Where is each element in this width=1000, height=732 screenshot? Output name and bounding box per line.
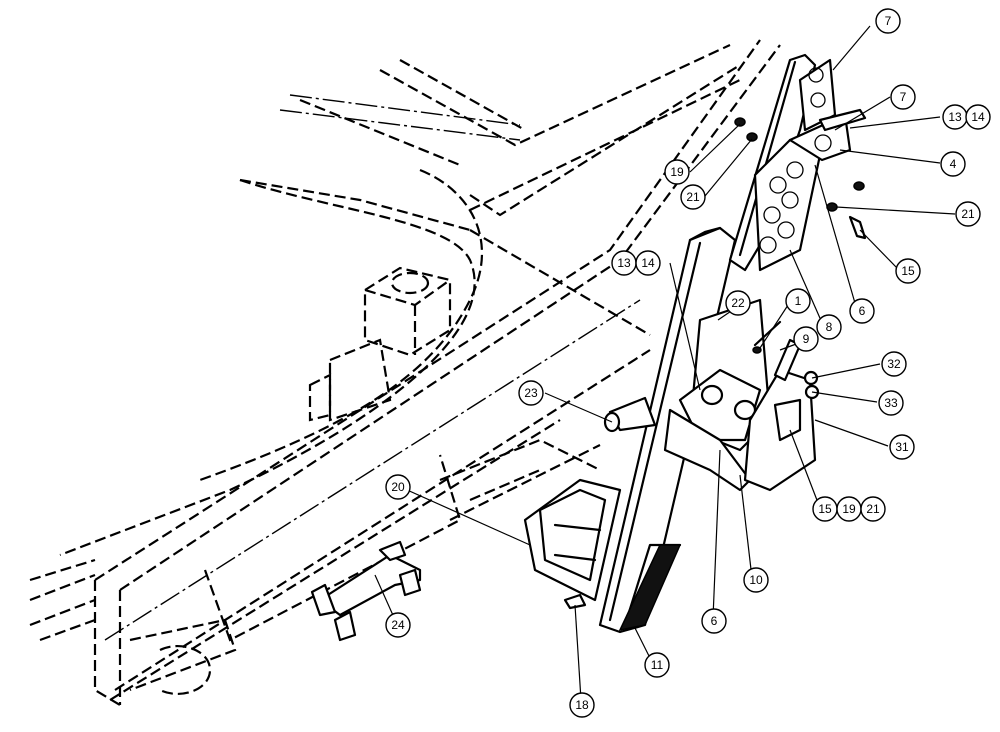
svg-text:4: 4 xyxy=(950,157,957,171)
svg-text:19: 19 xyxy=(670,165,684,179)
callout-11: 11 xyxy=(644,652,670,678)
lamp xyxy=(603,396,657,433)
svg-text:15: 15 xyxy=(901,264,915,278)
svg-text:1: 1 xyxy=(795,294,802,308)
svg-text:14: 14 xyxy=(641,256,655,270)
svg-text:11: 11 xyxy=(651,658,664,672)
callout-14-mid: 14 xyxy=(635,250,661,276)
callout-10: 10 xyxy=(743,567,769,593)
svg-text:32: 32 xyxy=(887,357,901,371)
mounting-plate xyxy=(523,478,622,610)
callout-14-top: 14 xyxy=(965,104,991,130)
svg-text:31: 31 xyxy=(895,440,909,454)
callout-9: 9 xyxy=(793,326,819,352)
callout-15-bottom: 15 xyxy=(812,496,838,522)
callout-21-right: 21 xyxy=(955,201,981,227)
step-bracket xyxy=(310,540,422,642)
callout-13-mid: 13 xyxy=(611,250,637,276)
callout-20: 20 xyxy=(385,474,411,500)
svg-text:20: 20 xyxy=(391,480,405,494)
svg-text:10: 10 xyxy=(749,573,763,587)
callout-15-top: 15 xyxy=(895,258,921,284)
svg-text:8: 8 xyxy=(826,320,833,334)
callout-6-top: 6 xyxy=(849,298,875,324)
callout-4: 4 xyxy=(940,151,966,177)
callout-21-left: 21 xyxy=(680,184,706,210)
svg-text:7: 7 xyxy=(885,14,892,28)
svg-text:6: 6 xyxy=(859,304,866,318)
callout-13-top: 13 xyxy=(942,104,968,130)
callout-18: 18 xyxy=(569,692,595,718)
callout-21-bottom: 21 xyxy=(860,496,886,522)
callout-7-second: 7 xyxy=(890,84,916,110)
callouts: 7 7 13 14 4 19 21 21 15 6 8 13 14 22 1 9… xyxy=(385,8,991,718)
svg-text:9: 9 xyxy=(803,332,810,346)
svg-text:15: 15 xyxy=(818,502,832,516)
svg-text:6: 6 xyxy=(711,614,718,628)
chassis-frame xyxy=(29,39,781,706)
svg-text:21: 21 xyxy=(961,207,975,221)
upper-hardware xyxy=(734,108,867,240)
callout-22: 22 xyxy=(725,290,751,316)
lower-bracket xyxy=(663,298,820,492)
callout-8: 8 xyxy=(816,314,842,340)
callout-1: 1 xyxy=(785,288,811,314)
svg-text:24: 24 xyxy=(391,618,405,632)
svg-text:19: 19 xyxy=(842,502,856,516)
svg-text:18: 18 xyxy=(575,698,589,712)
svg-text:14: 14 xyxy=(971,110,985,124)
callout-24: 24 xyxy=(385,612,411,638)
svg-text:33: 33 xyxy=(884,396,898,410)
callout-19: 19 xyxy=(664,159,690,185)
leader-lines xyxy=(374,25,956,701)
svg-text:7: 7 xyxy=(900,90,907,104)
callout-31: 31 xyxy=(889,434,915,460)
svg-text:13: 13 xyxy=(617,256,631,270)
callout-33: 33 xyxy=(878,390,904,416)
svg-text:13: 13 xyxy=(948,110,962,124)
callout-19-bottom: 19 xyxy=(836,496,862,522)
callout-7-top: 7 xyxy=(875,8,901,34)
svg-text:21: 21 xyxy=(866,502,880,516)
callout-32: 32 xyxy=(881,351,907,377)
callout-23: 23 xyxy=(518,380,544,406)
svg-text:21: 21 xyxy=(686,190,700,204)
svg-text:23: 23 xyxy=(524,386,538,400)
callout-6-bottom: 6 xyxy=(701,608,727,634)
svg-text:22: 22 xyxy=(731,296,745,310)
